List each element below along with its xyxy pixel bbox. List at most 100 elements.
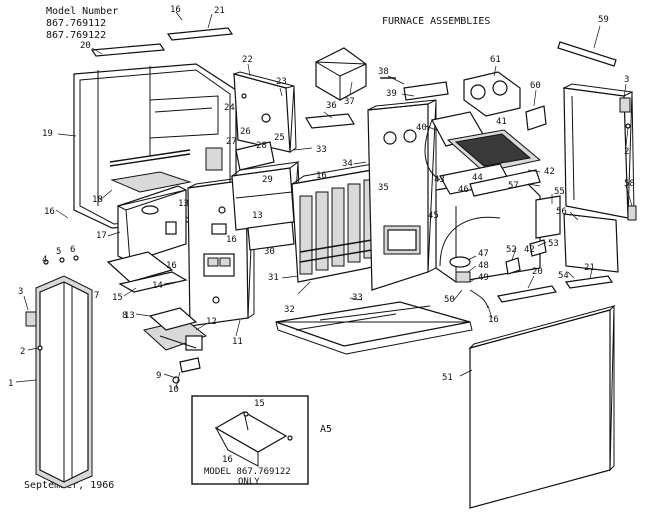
callout: 44 <box>472 173 483 183</box>
callout: 52 <box>506 245 517 255</box>
callout: 38 <box>378 67 389 77</box>
right-top-rail <box>557 41 617 67</box>
callout: 33 <box>316 145 327 155</box>
diagram-title: FURNACE ASSEMBLIES <box>382 16 490 27</box>
callout: 35 <box>378 183 389 193</box>
callout: 16 <box>226 235 237 245</box>
callout: 25 <box>274 133 285 143</box>
callout: 6 <box>70 245 75 255</box>
blower-housing <box>230 161 301 231</box>
callout: 42 <box>544 167 555 177</box>
burner-box <box>110 171 192 263</box>
callout: 21 <box>214 6 225 16</box>
callout: 20 <box>532 267 543 277</box>
inset-callout-16: 16 <box>222 455 233 465</box>
inset-callout-15: 15 <box>254 399 265 409</box>
callout: 32 <box>284 305 295 315</box>
callout: 2 <box>20 347 25 357</box>
heat-exchanger <box>291 161 389 283</box>
callout: 15 <box>112 293 123 303</box>
side-bracket <box>25 255 79 351</box>
callout: 4 <box>42 255 47 265</box>
callout: 26 <box>240 127 251 137</box>
leader-lines <box>15 11 633 389</box>
callout: 42 <box>524 245 535 255</box>
callout: 60 <box>530 81 541 91</box>
top-trim-strip <box>90 43 166 57</box>
callout: 51 <box>442 373 453 383</box>
callout: 23 <box>276 77 287 87</box>
inset-note-line1: MODEL 867.769122 <box>204 467 291 477</box>
filter-rack <box>535 195 619 273</box>
callout: 59 <box>598 15 609 25</box>
burner-grid <box>439 129 542 197</box>
callout: 3 <box>624 75 629 85</box>
model-number-label: Model Number <box>46 6 118 17</box>
callout: 12 <box>206 317 217 327</box>
drain-fitting <box>449 256 489 309</box>
callout: 54 <box>558 271 569 281</box>
heat-exchanger-cells <box>299 179 373 275</box>
callout: 7 <box>94 291 99 301</box>
callout: 55 <box>554 187 565 197</box>
callout: 48 <box>478 261 489 271</box>
vestibule-panel <box>187 175 255 327</box>
callout: 1 <box>8 379 13 389</box>
model-number-1: 867.769112 <box>46 18 106 29</box>
callout: 53 <box>548 239 559 249</box>
callout: 31 <box>268 273 279 283</box>
callout: 49 <box>478 273 489 283</box>
callout: 43 <box>434 175 445 185</box>
callout: 16 <box>44 207 55 217</box>
model-number-2: 867.769122 <box>46 30 106 41</box>
bottom-rail <box>496 275 614 303</box>
flue-hood <box>315 47 367 101</box>
callout: 47 <box>478 249 489 259</box>
callout: 41 <box>496 117 507 127</box>
callout: 22 <box>242 55 253 65</box>
callout: 28 <box>256 141 267 151</box>
inset-code: A5 <box>320 424 332 435</box>
inset-panel: 15 16 MODEL 867.769122 ONLY <box>191 395 309 487</box>
gas-valve <box>142 307 208 351</box>
callout: 50 <box>444 295 455 305</box>
support-channel <box>304 113 356 129</box>
inset-note-line2: ONLY <box>238 477 260 487</box>
callout: 37 <box>344 97 355 107</box>
callout: 17 <box>96 231 107 241</box>
callout: 30 <box>264 247 275 257</box>
callout: 61 <box>490 55 501 65</box>
callout: 57 <box>508 181 519 191</box>
pilot-fitting <box>172 357 201 384</box>
callout-labels: 16 21 20 19 18 16 17 6 5 4 3 2 1 15 14 1… <box>8 5 635 395</box>
callout: 2 <box>624 147 629 157</box>
callout: 9 <box>156 371 161 381</box>
top-rail <box>166 27 234 41</box>
left-side-panel <box>35 275 93 489</box>
callout: 39 <box>386 89 397 99</box>
burner-plate <box>106 251 188 293</box>
callout: 16 <box>488 315 499 325</box>
blower-base <box>247 221 295 251</box>
callout: 27 <box>226 137 237 147</box>
callout: 16 <box>166 261 177 271</box>
callout: 5 <box>56 247 61 257</box>
callout: 33 <box>352 293 363 303</box>
callout: 19 <box>42 129 53 139</box>
callout: 14 <box>152 281 163 291</box>
callout: 34 <box>342 159 353 169</box>
callout: 24 <box>224 103 235 113</box>
callout: 40 <box>416 123 427 133</box>
callout: 18 <box>92 195 103 205</box>
main-cabinet <box>367 99 437 291</box>
control-box <box>205 141 275 171</box>
callout: 45 <box>428 211 439 221</box>
callout: 16 <box>316 171 327 181</box>
right-side-panel <box>562 83 637 221</box>
top-strap <box>380 77 449 101</box>
callout: 3 <box>18 287 23 297</box>
inner-back-panel <box>232 71 297 153</box>
large-access-door <box>468 305 616 509</box>
callout: 13 <box>252 211 263 221</box>
